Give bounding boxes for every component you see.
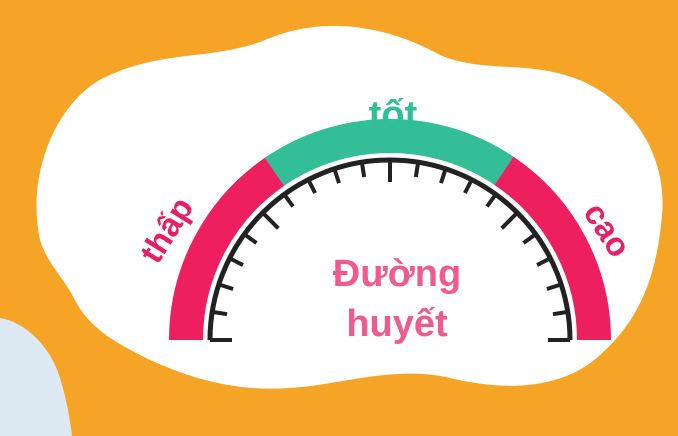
gauge-tick <box>212 312 227 314</box>
gauge-title-line2: huyết <box>346 303 448 345</box>
corner-shape <box>0 318 72 436</box>
gauge-tick <box>362 162 364 177</box>
label-good: tốt <box>369 94 418 136</box>
gauge-title-line1: Đường <box>333 253 461 295</box>
gauge-tick <box>553 312 568 314</box>
gauge-tick <box>416 162 418 177</box>
